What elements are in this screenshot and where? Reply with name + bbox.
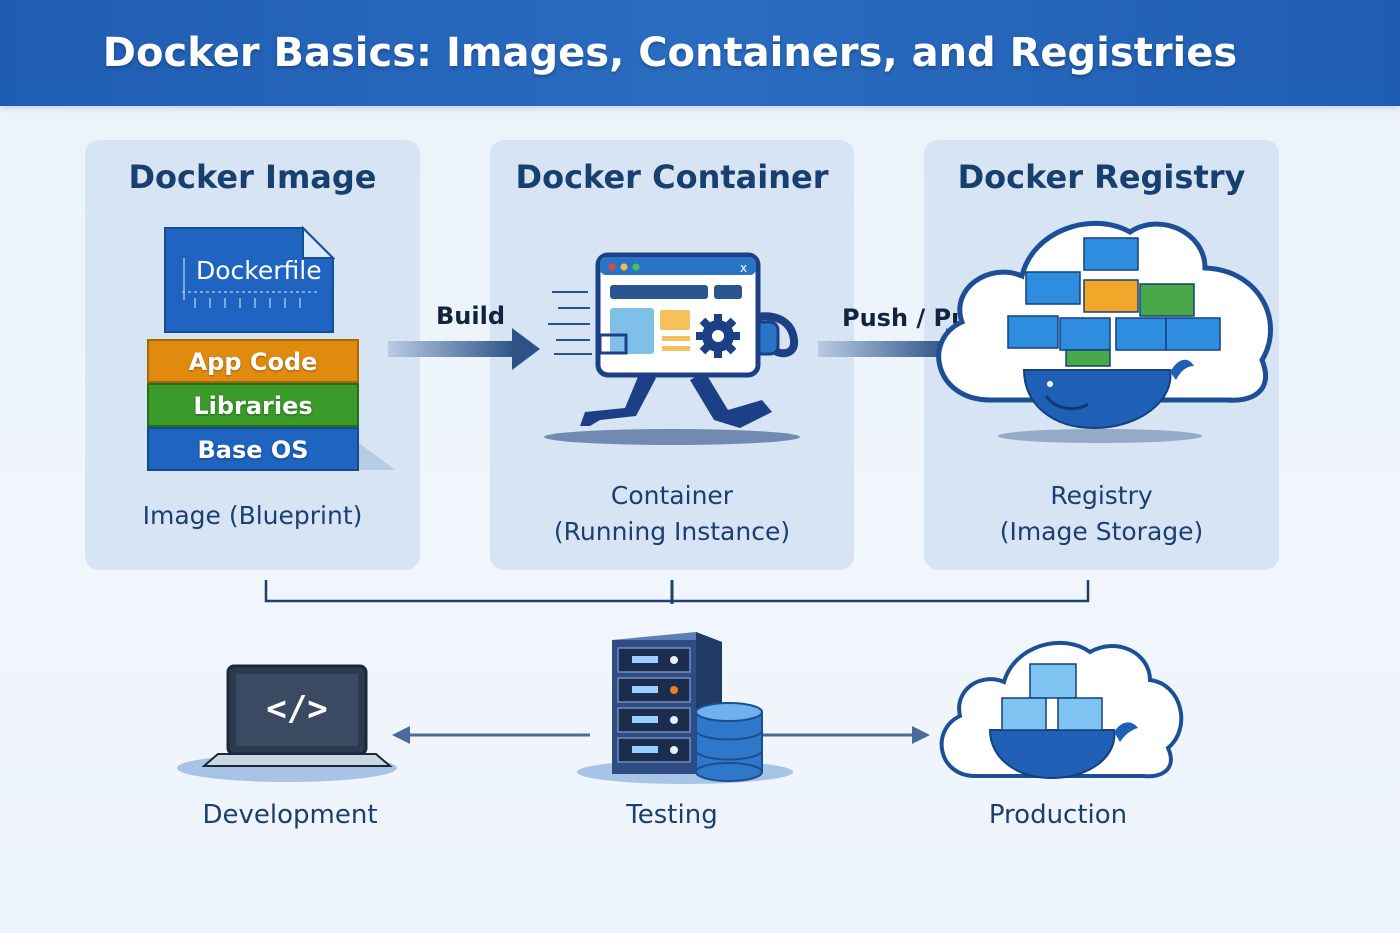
- env-production-label: Production: [988, 800, 1128, 830]
- env-testing-label: Testing: [626, 800, 718, 830]
- caption-registry-line2: (Image Storage): [999, 517, 1204, 546]
- caption-image: Image (Blueprint): [142, 501, 363, 530]
- layer-app-code-label: App Code: [188, 348, 318, 376]
- caption-container-line1: Container: [610, 481, 734, 510]
- page-title: Docker Basics: Images, Containers, and R…: [102, 30, 1238, 76]
- panel-title-image: Docker Image: [128, 158, 377, 196]
- server-icon: [577, 632, 793, 784]
- svg-text:</>: </>: [266, 689, 327, 729]
- panel-docker-image: Docker Image Image (Blueprint): [85, 140, 420, 570]
- dockerfile-icon: [164, 225, 336, 333]
- header-bar: Docker Basics: Images, Containers, and R…: [0, 0, 1400, 106]
- dockerfile-label: Dockerfile: [196, 256, 322, 285]
- whale-icon: [1022, 359, 1194, 430]
- svg-text:x: x: [740, 261, 747, 275]
- production-cloud-icon: [939, 640, 1184, 780]
- caption-container-line2: (Running Instance): [553, 517, 791, 546]
- registry-containers-stack: [1007, 237, 1221, 367]
- env-development-label: Development: [202, 800, 378, 830]
- laptop-code-icon: </>: [177, 664, 397, 782]
- layer-base-os: [147, 427, 359, 471]
- layer-app-code: [147, 339, 359, 383]
- env-arrows: [392, 726, 930, 744]
- panel-title-container: Docker Container: [515, 158, 829, 196]
- layer-libraries-label: Libraries: [193, 392, 313, 420]
- caption-registry-line1: Registry: [1050, 481, 1153, 510]
- panel-title-registry: Docker Registry: [957, 158, 1246, 196]
- gear-icon: [696, 314, 740, 358]
- layer-libraries: [147, 383, 359, 427]
- build-arrow-label: Build: [436, 302, 506, 330]
- database-icon: [695, 702, 763, 782]
- layer-base-os-label: Base OS: [197, 436, 309, 464]
